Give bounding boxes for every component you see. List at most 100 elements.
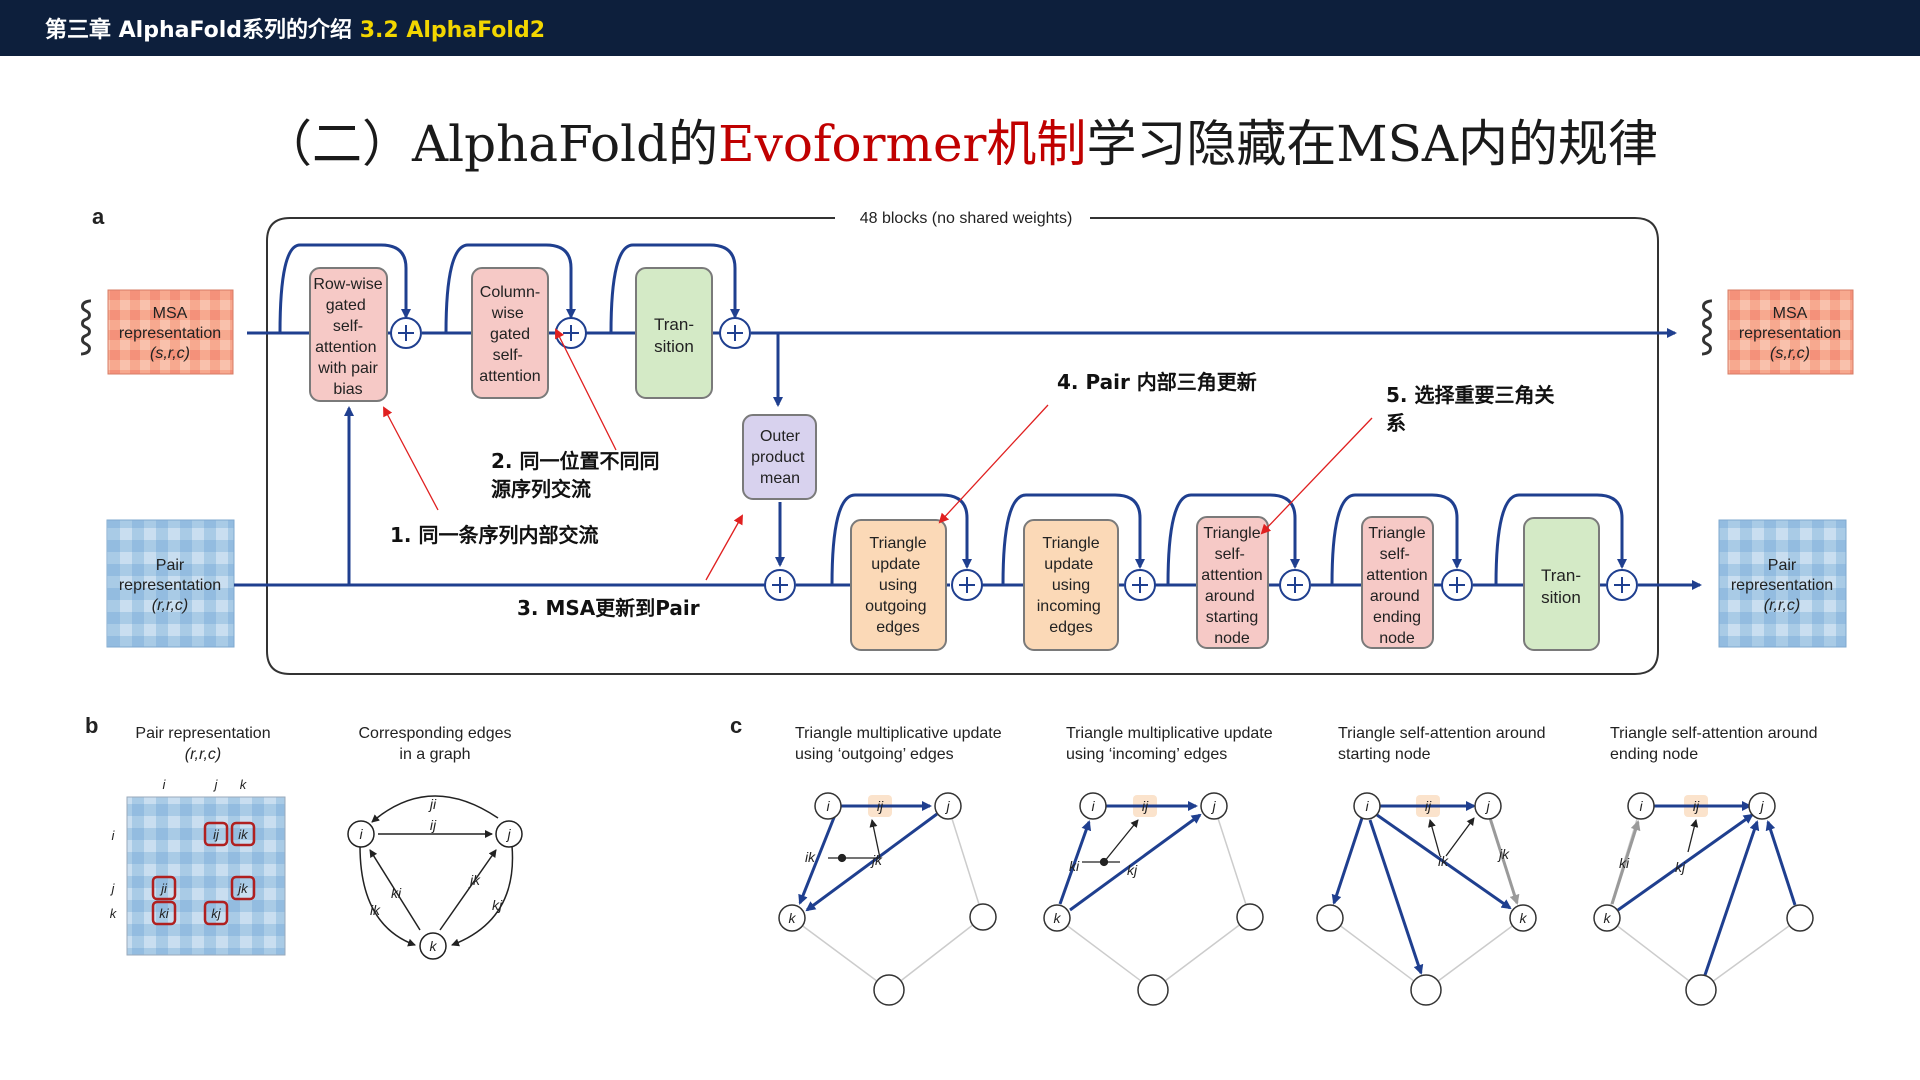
panel-b-left-title: Pair representation: [135, 725, 270, 742]
svg-text:j: j: [213, 777, 219, 792]
blocks-label: 48 blocks (no shared weights): [860, 210, 1073, 227]
annotation-2-line1: 2. 同一位置不同同: [491, 449, 659, 473]
svg-text:ij: ij: [1425, 798, 1432, 814]
svg-text:MSA: MSA: [153, 305, 188, 322]
svg-text:(r,r,c): (r,r,c): [185, 746, 221, 763]
svg-text:Tran-sition: Tran-sition: [654, 315, 694, 356]
msa-output: ⸾ MSA representation (s,r,c): [1698, 289, 1854, 375]
svg-text:ji: ji: [428, 796, 437, 812]
svg-text:k: k: [1604, 910, 1612, 926]
svg-text:k: k: [110, 906, 118, 921]
svg-text:jk: jk: [468, 872, 481, 888]
svg-text:representation: representation: [1739, 325, 1841, 342]
title-prefix: （二）AlphaFold的: [261, 115, 719, 173]
svg-text:i: i: [112, 828, 116, 843]
svg-text:jk: jk: [1497, 846, 1510, 862]
title-highlight: Evoformer机制: [718, 115, 1087, 173]
msa-input: ⸾ MSA representation (s,r,c): [77, 289, 234, 375]
header-section: 3.2 AlphaFold2: [359, 18, 546, 43]
svg-text:kj: kj: [492, 897, 503, 913]
svg-text:kj: kj: [1127, 862, 1138, 878]
slide-title: （二）AlphaFold的Evoformer机制学习隐藏在MSA内的规律: [0, 104, 1920, 176]
svg-text:ik: ik: [1438, 853, 1449, 869]
svg-text:using ‘incoming’ edges: using ‘incoming’ edges: [1066, 746, 1227, 763]
annotation-3: 3. MSA更新到Pair: [517, 596, 700, 620]
svg-text:j: j: [505, 826, 511, 842]
svg-text:k: k: [1054, 910, 1062, 926]
svg-text:i: i: [163, 777, 167, 792]
c4-title: Triangle self-attention around: [1610, 725, 1818, 742]
header-chapter: 第三章 AlphaFold系列的介绍: [45, 18, 353, 43]
svg-text:i: i: [826, 798, 830, 814]
panel-b-right-title: Corresponding edges: [359, 725, 512, 742]
svg-text:k: k: [1520, 910, 1528, 926]
svg-text:(s,r,c): (s,r,c): [150, 345, 190, 362]
svg-text:j: j: [110, 881, 116, 896]
pair-output: Pair representation (r,r,c): [1718, 519, 1847, 648]
svg-text:(r,r,c): (r,r,c): [1764, 597, 1800, 614]
sum-nodes: [390, 317, 1638, 601]
svg-text:i: i: [1639, 798, 1643, 814]
c3-title: Triangle self-attention around: [1338, 725, 1546, 742]
svg-text:starting node: starting node: [1338, 746, 1431, 763]
svg-text:i: i: [1091, 798, 1095, 814]
svg-text:jk: jk: [236, 881, 249, 896]
annotation-4: 4. Pair 内部三角更新: [1057, 370, 1257, 394]
svg-text:i: i: [359, 826, 363, 842]
annotation-5-line1: 5. 选择重要三角关: [1386, 383, 1554, 407]
annotation-2-line2: 源序列交流: [491, 477, 591, 501]
svg-text:representation: representation: [119, 325, 221, 342]
svg-text:kj: kj: [1675, 859, 1686, 875]
annotation-1: 1. 同一条序列内部交流: [390, 523, 598, 547]
pair-input: Pair representation (r,r,c): [106, 519, 235, 648]
svg-text:kj: kj: [211, 906, 222, 921]
msa-transition-box: Tran-sition: [635, 267, 713, 399]
svg-text:jk: jk: [870, 852, 883, 868]
title-suffix: 学习隐藏在MSA内的规律: [1086, 115, 1658, 173]
svg-text:ij: ij: [430, 817, 437, 833]
panel-c-letter: c: [730, 713, 742, 738]
svg-text:ki: ki: [391, 885, 402, 901]
msa-stack-icon-out: ⸾: [1698, 296, 1715, 356]
svg-text:ik: ik: [238, 827, 249, 842]
svg-text:Tran-sition: Tran-sition: [1541, 566, 1581, 607]
svg-text:j: j: [1758, 798, 1764, 814]
header-bar: 第三章 AlphaFold系列的介绍 3.2 AlphaFold2: [0, 0, 1920, 56]
svg-text:using ‘outgoing’ edges: using ‘outgoing’ edges: [795, 746, 954, 763]
plus-signs: [398, 325, 1630, 593]
svg-text:ending node: ending node: [1610, 746, 1698, 763]
svg-text:(s,r,c): (s,r,c): [1770, 345, 1810, 362]
c1-title: Triangle multiplicative update: [795, 725, 1002, 742]
svg-text:ki: ki: [1069, 858, 1080, 874]
annotation-pointers: [383, 328, 1373, 581]
svg-text:(r,r,c): (r,r,c): [152, 597, 188, 614]
svg-text:ki: ki: [1619, 855, 1630, 871]
svg-text:k: k: [240, 777, 248, 792]
panel-b-letter: b: [85, 713, 98, 738]
pair-transition-box: Tran-sition: [1523, 517, 1600, 651]
svg-text:ij: ij: [1142, 798, 1149, 814]
annotation-5-line2: 系: [1386, 411, 1406, 435]
svg-text:k: k: [789, 910, 797, 926]
svg-text:ij: ij: [1693, 798, 1700, 814]
svg-text:in a graph: in a graph: [399, 746, 470, 763]
